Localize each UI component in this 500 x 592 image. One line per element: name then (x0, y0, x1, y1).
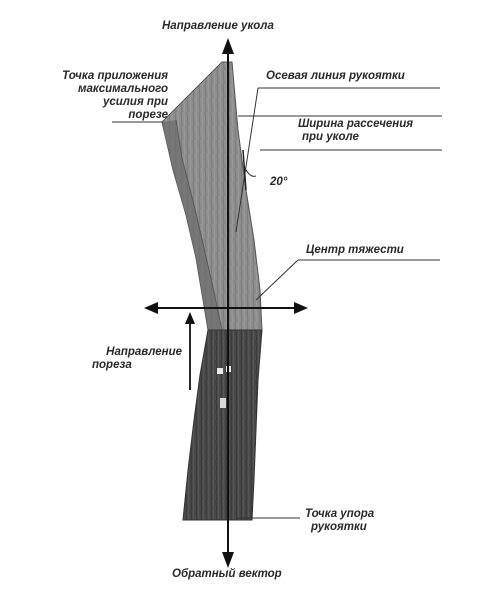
rivet-mark (220, 398, 226, 408)
label-thrust-direction: Направление укола (162, 20, 274, 32)
label-cut-direction: Направление пореза (92, 346, 182, 371)
label-reverse-vector: Обратный вектор (172, 568, 282, 580)
label-angle: 20° (270, 176, 288, 188)
center-of-gravity-arrow (144, 302, 308, 314)
leader-center-gravity (255, 259, 299, 301)
label-center-of-gravity: Центр тяжести (306, 244, 404, 256)
handle (182, 329, 263, 521)
handle-axis-line (235, 87, 259, 233)
arrowhead-down-icon (222, 552, 234, 568)
thrust-axis-arrow (222, 38, 234, 568)
arrowhead-up-icon (222, 38, 234, 54)
blade (161, 61, 263, 331)
label-max-force-point: Точка приложения максимального усилия пр… (62, 70, 168, 121)
arrowhead-right-icon (294, 302, 308, 314)
arrowhead-left-icon (144, 302, 158, 314)
label-handle-axis: Осевая линия рукоятки (266, 70, 405, 82)
leader-lines (112, 87, 442, 519)
label-handle-stop-point: Точка упора рукоятки (305, 508, 375, 533)
cut-direction-arrow (185, 312, 195, 390)
arrowhead-up-icon (185, 312, 195, 324)
rivet-mark (217, 368, 223, 374)
label-cut-width: Ширина рассечения при уколе (298, 118, 414, 143)
